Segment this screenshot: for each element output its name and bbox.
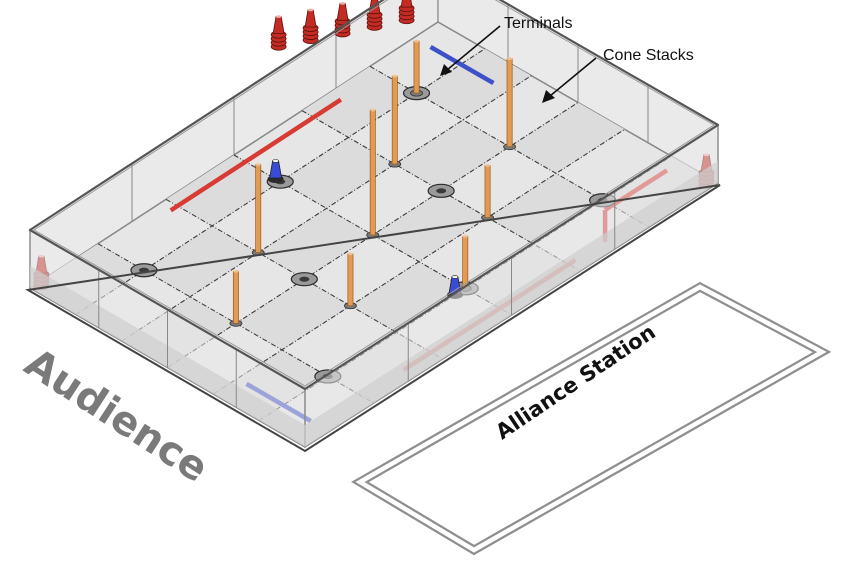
cone-stack-top: [336, 2, 349, 21]
cone-tip: [451, 275, 459, 279]
floor-tile: [258, 208, 373, 280]
playing-field: [25, 0, 721, 453]
pole-low: [413, 40, 420, 94]
alliance-station-layer: [351, 281, 832, 556]
cone-stacks-label: Cone Stacks: [603, 47, 694, 64]
floor-tile: [394, 119, 510, 191]
pole-low: [347, 253, 354, 307]
alliance-station-label: Alliance Station: [491, 320, 659, 444]
tile-seam-u-2: [165, 198, 443, 360]
cone-stack-top: [400, 0, 413, 8]
alliance-station-frame-inner: [355, 284, 827, 553]
cone-stack-top: [272, 16, 285, 34]
terminals-arrowhead: [440, 64, 452, 76]
cone-stack: [302, 8, 319, 44]
pole-low: [462, 235, 469, 289]
wall-top-rail: [28, 0, 720, 391]
tile-seam-v-2: [121, 75, 532, 342]
field-bottom-frame: [25, 184, 721, 453]
pole-cap: [484, 164, 491, 167]
field-cone-blue: [267, 159, 284, 183]
cone-tip: [272, 159, 279, 163]
floor-tile: [280, 137, 395, 209]
cone-stack-top: [304, 9, 317, 28]
wall-top-rail-inner: [33, 0, 715, 387]
pole-cap: [506, 57, 513, 60]
pole-low: [232, 270, 239, 324]
pole-cap: [462, 235, 468, 238]
floor-tile: [166, 155, 281, 226]
cone-stack: [270, 15, 287, 51]
pole-cap: [233, 270, 239, 273]
junction-disc-hub: [436, 188, 447, 194]
cone-stack: [334, 2, 351, 38]
pole-cap: [347, 252, 354, 256]
floor-tile: [144, 225, 259, 297]
cone-stacks-leader: [549, 57, 597, 97]
cone-stacks-arrowhead: [542, 90, 555, 103]
cone-stack-tip: [276, 15, 282, 18]
floor-tile: [350, 261, 466, 333]
floor-tile: [372, 190, 488, 262]
floor-tile: [302, 66, 417, 138]
junction-disc-hub: [299, 276, 310, 282]
pole-cap: [255, 163, 261, 166]
floor-tile: [235, 279, 351, 350]
pole-cap: [370, 108, 376, 112]
pole-cap: [392, 74, 398, 78]
cone-stack: [398, 0, 415, 25]
terminals-leader: [446, 25, 501, 71]
pole-mid: [391, 75, 398, 165]
terminals-label: Terminals: [504, 15, 572, 32]
floor-tile: [487, 173, 603, 245]
cone-stack-tip: [307, 8, 314, 12]
pole-mid: [255, 164, 262, 253]
pole-high: [369, 109, 376, 236]
tape-red-top: [169, 97, 343, 213]
floor-tile: [416, 48, 532, 120]
floor-tile: [509, 102, 625, 174]
pole-mid: [506, 58, 513, 148]
cone-stack-tip: [339, 2, 346, 5]
pole-cap: [413, 39, 420, 43]
pole-low: [484, 165, 491, 218]
tape-blue-right: [429, 44, 495, 86]
callout-leaders: [440, 25, 597, 103]
